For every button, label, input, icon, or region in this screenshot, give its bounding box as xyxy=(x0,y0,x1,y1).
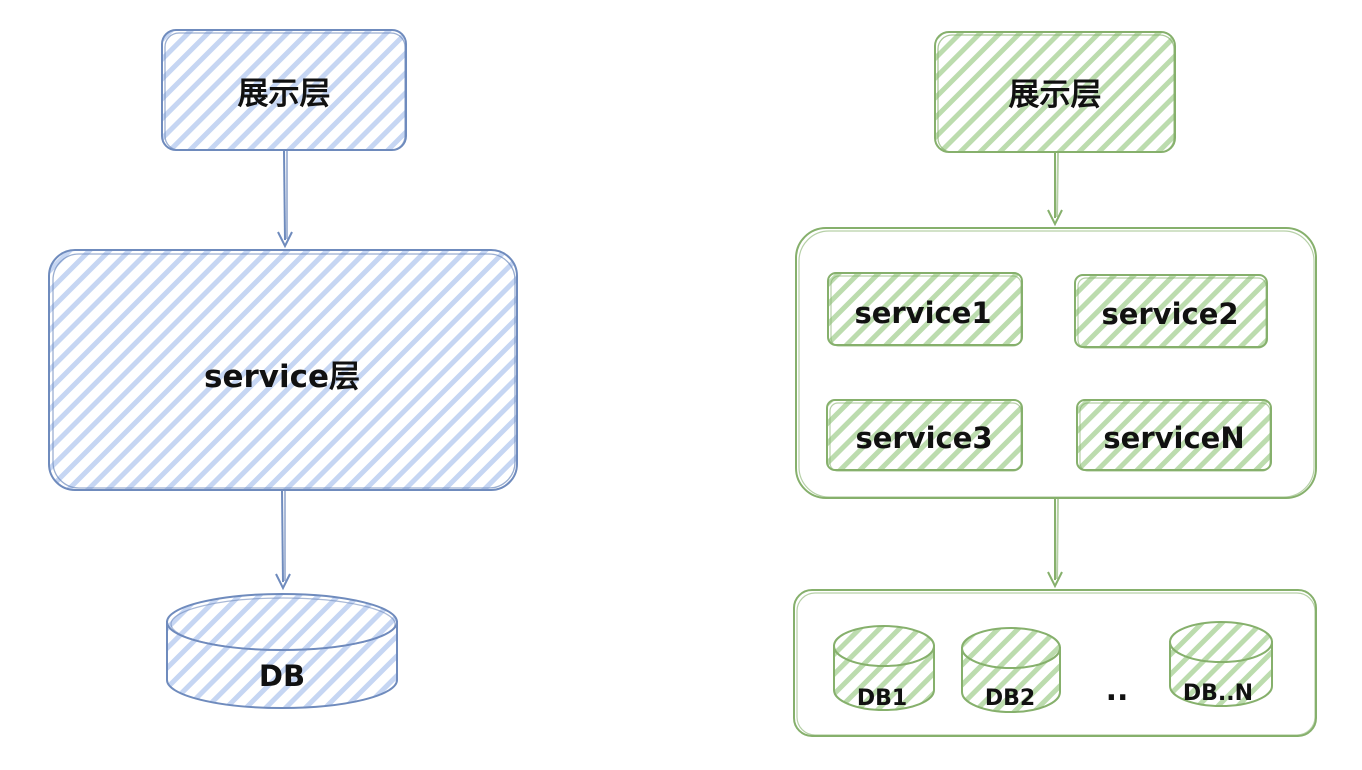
db-label: DB1 xyxy=(857,686,907,711)
service-box-2: service2 xyxy=(1074,274,1268,349)
left-arrow-service-to-db xyxy=(275,489,291,591)
left-arrow-presentation-to-service xyxy=(277,149,293,249)
db-label: DB..N xyxy=(1183,681,1253,706)
db-container: DB1 DB2 .. DB..N xyxy=(793,589,1317,737)
service-label: serviceN xyxy=(1103,421,1244,455)
services-container: service1 service2 service3 serviceN xyxy=(795,227,1317,499)
service-box-n: serviceN xyxy=(1076,399,1272,472)
service-label: service1 xyxy=(854,296,991,330)
monolith-architecture: 展示层 service层 DB xyxy=(48,29,518,709)
left-db-cylinder: DB xyxy=(166,593,398,709)
service-label: service2 xyxy=(1101,297,1238,331)
left-service-layer: service层 xyxy=(48,249,518,491)
right-presentation-layer: 展示层 xyxy=(934,31,1176,153)
service-label: service3 xyxy=(855,421,992,455)
db-cylinder-n: DB..N xyxy=(1169,621,1273,707)
left-presentation-layer: 展示层 xyxy=(161,29,407,151)
microservice-architecture: 展示层 service1 service2 xyxy=(793,31,1317,737)
right-arrow-services-to-dbs xyxy=(1047,498,1063,589)
left-presentation-label: 展示层 xyxy=(238,76,331,112)
db-ellipsis: .. xyxy=(1106,673,1129,708)
left-db-label: DB xyxy=(259,659,305,693)
right-presentation-label: 展示层 xyxy=(1009,77,1102,113)
db-cylinder-1: DB1 xyxy=(833,625,935,711)
service-box-3: service3 xyxy=(826,399,1023,472)
right-arrow-presentation-to-services xyxy=(1047,152,1063,227)
service-box-1: service1 xyxy=(827,272,1023,347)
left-service-label: service层 xyxy=(204,359,360,395)
db-cylinder-2: DB2 xyxy=(961,627,1061,713)
db-label: DB2 xyxy=(985,686,1035,711)
